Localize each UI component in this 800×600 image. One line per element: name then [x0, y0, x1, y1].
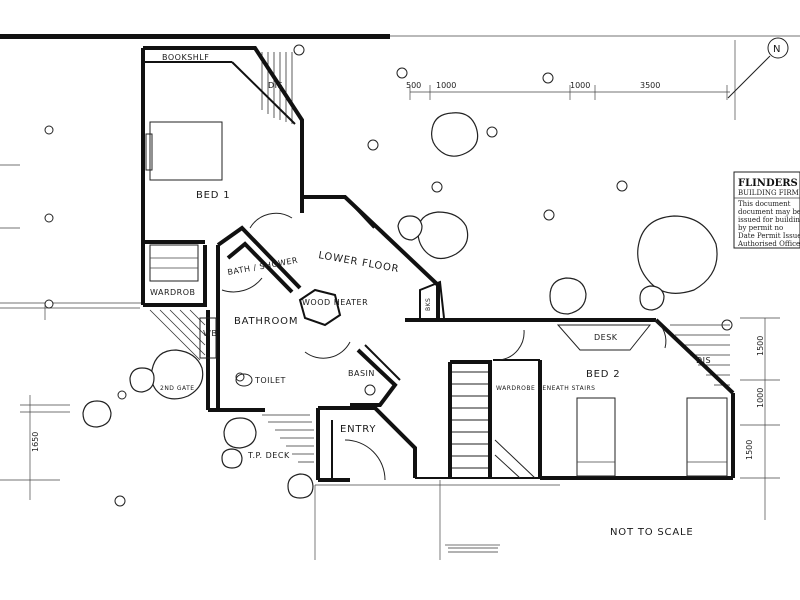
- stamp-line-6: Date Permit Issued: [738, 232, 800, 240]
- label-tp-deck: T.P. DECK: [247, 451, 290, 460]
- reference-lines: [0, 40, 780, 560]
- label-dis-right: DIS: [696, 356, 711, 365]
- label-bks: BKS: [425, 298, 432, 311]
- landscaping-trees: [82, 112, 718, 499]
- stair-treads: [452, 371, 536, 479]
- hatched-areas: [149, 52, 730, 553]
- label-entry: ENTRY: [340, 424, 376, 435]
- dim-top-4: 3500: [640, 81, 660, 90]
- stamp-line-5: by permit no: [738, 224, 783, 232]
- dim-top-2: 1000: [436, 81, 456, 90]
- approval-stamp: FLINDERS BUILDING FIRM This document doc…: [733, 171, 800, 249]
- dim-left: 1650: [31, 432, 40, 452]
- stamp-line-2: This document: [738, 200, 791, 208]
- stamp-line-4: issued for building: [738, 216, 800, 224]
- label-bookshelf: BOOKSHLF: [162, 53, 209, 62]
- dim-top-3: 1000: [570, 81, 590, 90]
- label-desk: DESK: [594, 333, 618, 342]
- dim-top-1: 500: [406, 81, 421, 90]
- label-dis-top: DIS: [268, 81, 283, 90]
- label-wood-heater: WOOD HEATER: [302, 298, 368, 307]
- stamp-line-3: document may be: [738, 208, 800, 216]
- label-wardrobe1: WARDROB: [150, 288, 196, 297]
- north-arrow-icon: N: [727, 37, 789, 99]
- stamp-title: FLINDERS: [738, 178, 798, 189]
- label-bathroom: BATHROOM: [234, 316, 298, 327]
- label-basin: BASIN: [348, 369, 375, 378]
- north-arrow-letter: N: [773, 44, 781, 55]
- label-lower-floor: LOWER FLOOR: [317, 250, 400, 275]
- stamp-line-1: BUILDING FIRM: [738, 189, 799, 197]
- note-not-to-scale: NOT TO SCALE: [610, 527, 693, 538]
- dimension-text: 500 1000 1000 3500 1500 1000 1500 1650: [31, 81, 765, 460]
- dim-right-3: 1500: [745, 440, 754, 460]
- door-swings: [221, 212, 667, 481]
- label-wb: WB: [203, 329, 217, 338]
- label-bed1: BED 1: [196, 190, 230, 201]
- label-second-gate: 2ND GATE: [160, 385, 195, 392]
- label-wardrobe-stairs: WARDROBE BENEATH STAIRS: [496, 385, 595, 392]
- label-toilet: TOILET: [254, 376, 286, 385]
- label-bed2: BED 2: [586, 369, 620, 380]
- scan-border: [0, 34, 390, 39]
- dim-right-1: 1500: [756, 336, 765, 356]
- dim-right-2: 1000: [756, 388, 765, 408]
- furniture: [145, 121, 728, 477]
- stamp-line-7: Authorised Office: [737, 240, 800, 248]
- reference-markers: [44, 44, 733, 507]
